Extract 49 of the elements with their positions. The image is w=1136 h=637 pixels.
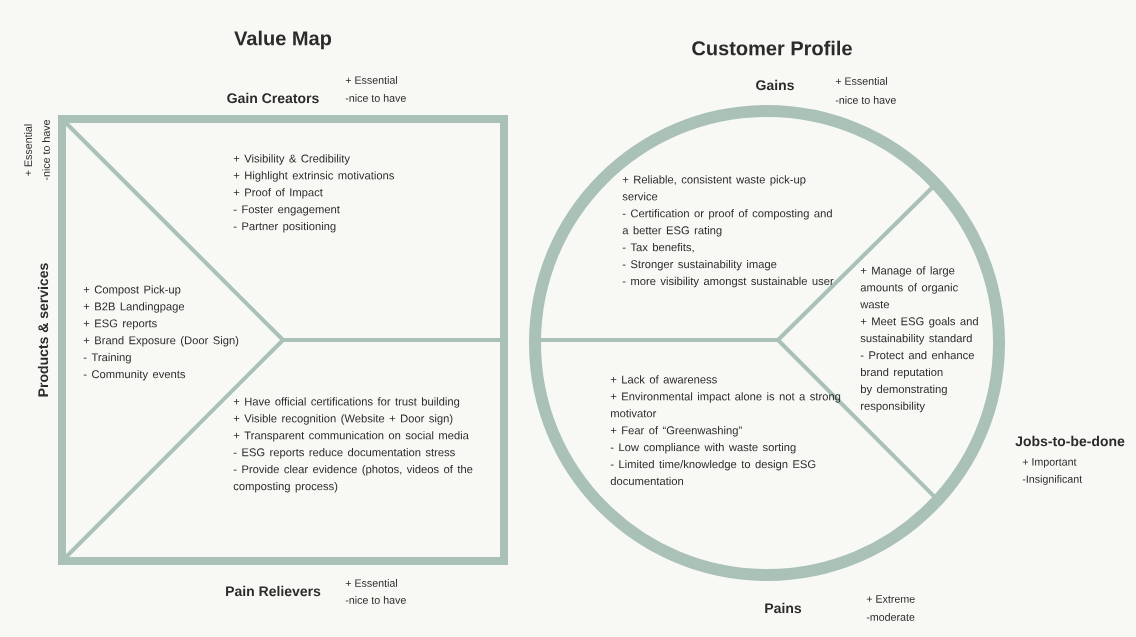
bullet-item: + Manage of large amounts of organic waste bbox=[860, 266, 958, 309]
legend-note: -nice to have bbox=[345, 596, 406, 604]
panel-title: Customer Profile bbox=[692, 40, 852, 56]
bullet-item: + Meet ESG goals and sustainability standard bbox=[860, 317, 978, 345]
bullet-item: - Partner positioning bbox=[233, 222, 336, 233]
bullet-item: + Fear of “Greenwashing” bbox=[610, 426, 742, 437]
legend-note: + Essential bbox=[345, 579, 397, 587]
bullet-item: - Foster engagement bbox=[233, 205, 340, 216]
section-heading: Gains bbox=[756, 79, 794, 91]
bullet-item: + Proof of Impact bbox=[233, 188, 323, 199]
legend-note: -nice to have bbox=[345, 94, 406, 102]
bullet-item: + Highlight extrinsic motivations bbox=[233, 171, 394, 182]
legend-note: -moderate bbox=[866, 613, 915, 621]
bullet-item: + Have official certifications for trust building bbox=[233, 397, 460, 408]
bullet-item: - Community events bbox=[83, 369, 186, 381]
section-heading: Gain Creators bbox=[227, 92, 319, 104]
bullet-item: - Low compliance with waste sorting bbox=[610, 443, 796, 454]
bullet-item: - Protect and enhance brand reputation by demonstrating responsibility bbox=[860, 350, 974, 413]
bullet-item: - Stronger sustainability image bbox=[622, 259, 777, 271]
bullet-item: + Visibility & Credibility bbox=[233, 154, 350, 165]
bullet-item: - Certification or proof of composting and a better ESG rating bbox=[622, 209, 832, 237]
bullet-item: + Lack of awareness bbox=[610, 375, 717, 384]
section-heading: Products & services bbox=[37, 263, 49, 397]
bullet-item: + Visible recognition (Website + Door sign) bbox=[233, 414, 453, 425]
legend-note: + Essential bbox=[345, 76, 397, 84]
panel-title: Value Map bbox=[234, 30, 332, 50]
bullet-item: + B2B Landingpage bbox=[83, 302, 185, 313]
bullet-item: + ESG reports bbox=[83, 319, 157, 330]
bullet-item: - Training bbox=[83, 353, 131, 364]
bullet-item: - ESG reports reduce documentation stress bbox=[233, 448, 455, 459]
bullet-item: + Environmental impact alone is not a strong motivator bbox=[610, 392, 841, 418]
section-heading: Jobs-to-be-done bbox=[1015, 435, 1125, 447]
bullet-item: + Reliable, consistent waste pick-up service bbox=[622, 175, 806, 201]
legend-note: + Essential bbox=[24, 124, 32, 176]
bullet-item: + Compost Pick-up bbox=[83, 285, 181, 296]
bullet-item: + Transparent communication on social media bbox=[233, 431, 469, 442]
legend-note: + Essential bbox=[835, 77, 887, 85]
section-heading: Pain Relievers bbox=[226, 585, 321, 597]
bullet-item: + Brand Exposure (Door Sign) bbox=[83, 336, 239, 347]
legend-note: -Insignificant bbox=[1022, 475, 1083, 485]
legend-note: -nice to have bbox=[42, 119, 50, 181]
section-heading: Pains bbox=[765, 602, 802, 614]
bullet-item: - Provide clear evidence (photos, videos of the composting process) bbox=[233, 465, 473, 493]
legend-note: -nice to have bbox=[835, 96, 896, 104]
bullet-item: - more visibility amongst sustainable user bbox=[622, 276, 834, 288]
legend-note: + Extreme bbox=[866, 595, 915, 603]
bullet-item: - Limited time/knowledge to design ESG documentation bbox=[610, 459, 816, 486]
legend-note: + Important bbox=[1022, 458, 1077, 468]
bullet-item: - Tax benefits, bbox=[622, 243, 694, 253]
